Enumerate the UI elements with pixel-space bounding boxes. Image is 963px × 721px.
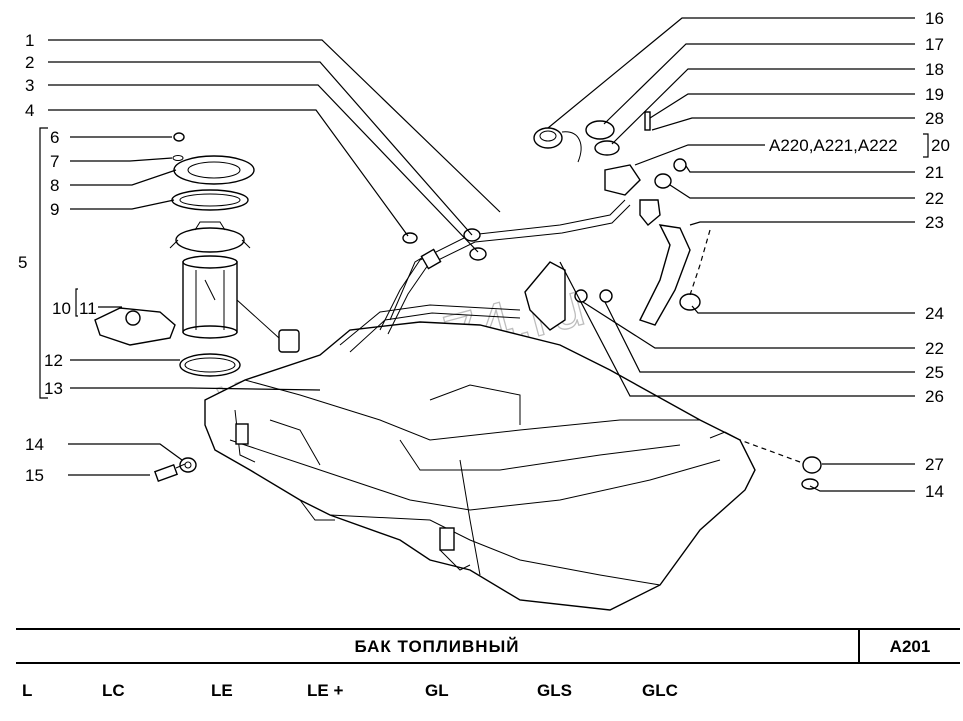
ring-8 [173, 155, 255, 185]
callout-14b: 14 [925, 482, 944, 501]
callout-2: 2 [25, 53, 34, 72]
gasket-9 [171, 189, 249, 211]
washer-14b [801, 478, 819, 490]
trim-gl: GL [425, 681, 449, 700]
callout-4: 4 [25, 101, 34, 120]
callout-11: 11 [79, 299, 97, 318]
callout-8: 8 [50, 176, 59, 195]
bolt-15 [153, 463, 179, 483]
bracket-20 [923, 133, 929, 158]
grommet-22b [574, 289, 588, 303]
callout-14: 14 [25, 435, 44, 454]
nut-27 [802, 456, 822, 474]
float-11 [94, 307, 176, 346]
callout-12: 12 [44, 351, 63, 370]
exploded-view-drawing: www.atb74.ru [18, 9, 950, 611]
callout-5: 5 [18, 253, 27, 272]
bracket [524, 261, 566, 331]
seal-12 [179, 353, 241, 377]
washer-7 [172, 155, 184, 161]
bracket-5 [39, 127, 48, 399]
diagram-code: A201 [889, 637, 931, 656]
fuel-tank [204, 304, 756, 611]
callout-1: 1 [25, 31, 34, 50]
variant-label: A220,A221,A222 [769, 136, 898, 155]
callout-10: 10 [52, 299, 71, 318]
title-separator [858, 630, 860, 662]
trim-le-plus: LE + [307, 681, 344, 700]
callout-16: 16 [925, 9, 944, 28]
pump-body [182, 261, 238, 333]
callout-19: 19 [925, 85, 944, 104]
callout-27: 27 [925, 455, 944, 474]
callout-25: 25 [925, 363, 944, 382]
filler-assembly [524, 111, 711, 331]
hose-23 [639, 224, 691, 326]
filter-cap [278, 329, 300, 353]
callout-13: 13 [44, 379, 63, 398]
cap-17 [585, 120, 615, 140]
callout-28: 28 [925, 109, 944, 128]
callout-9: 9 [50, 200, 59, 219]
trim-le: LE [211, 681, 233, 700]
trim-glc: GLC [642, 681, 678, 700]
callout-17: 17 [925, 35, 944, 54]
nut-6 [173, 132, 185, 142]
fuel-pump-module [94, 132, 300, 377]
clamp-24 [679, 293, 701, 311]
mounting-hardware [153, 439, 822, 490]
callout-24: 24 [925, 304, 944, 323]
nut-25 [599, 289, 613, 303]
washer-14 [179, 457, 197, 473]
callout-3: 3 [25, 76, 34, 95]
callout-22: 22 [925, 189, 944, 208]
plug-21 [673, 158, 687, 172]
callout-6: 6 [50, 128, 59, 147]
trim-lc: LC [102, 681, 125, 700]
callout-7: 7 [50, 152, 59, 171]
trim-gls: GLS [537, 681, 572, 700]
diagram-title: БАК ТОПЛИВНЫЙ [354, 637, 520, 656]
title-bar: БАК ТОПЛИВНЫЙ A201 [16, 628, 960, 664]
leader-lines [48, 17, 915, 492]
callout-numbers: 1 2 3 4 5 6 7 8 9 10 11 12 13 14 15 16 1… [18, 9, 950, 501]
callout-18: 18 [925, 60, 944, 79]
neck [604, 164, 641, 196]
callout-21: 21 [925, 163, 944, 182]
grommet-22 [654, 173, 672, 189]
callout-23: 23 [925, 213, 944, 232]
trim-l: L [22, 681, 33, 700]
seal-18 [594, 140, 620, 156]
callout-20: 20 [931, 136, 950, 155]
pump-flange [175, 227, 245, 253]
screw-19 [644, 111, 651, 131]
bracket-10 [75, 288, 78, 317]
callout-26: 26 [925, 387, 944, 406]
trim-levels: L LC LE LE + GL GLS GLC [0, 681, 963, 711]
callout-15: 15 [25, 466, 44, 485]
callout-22b: 22 [925, 339, 944, 358]
